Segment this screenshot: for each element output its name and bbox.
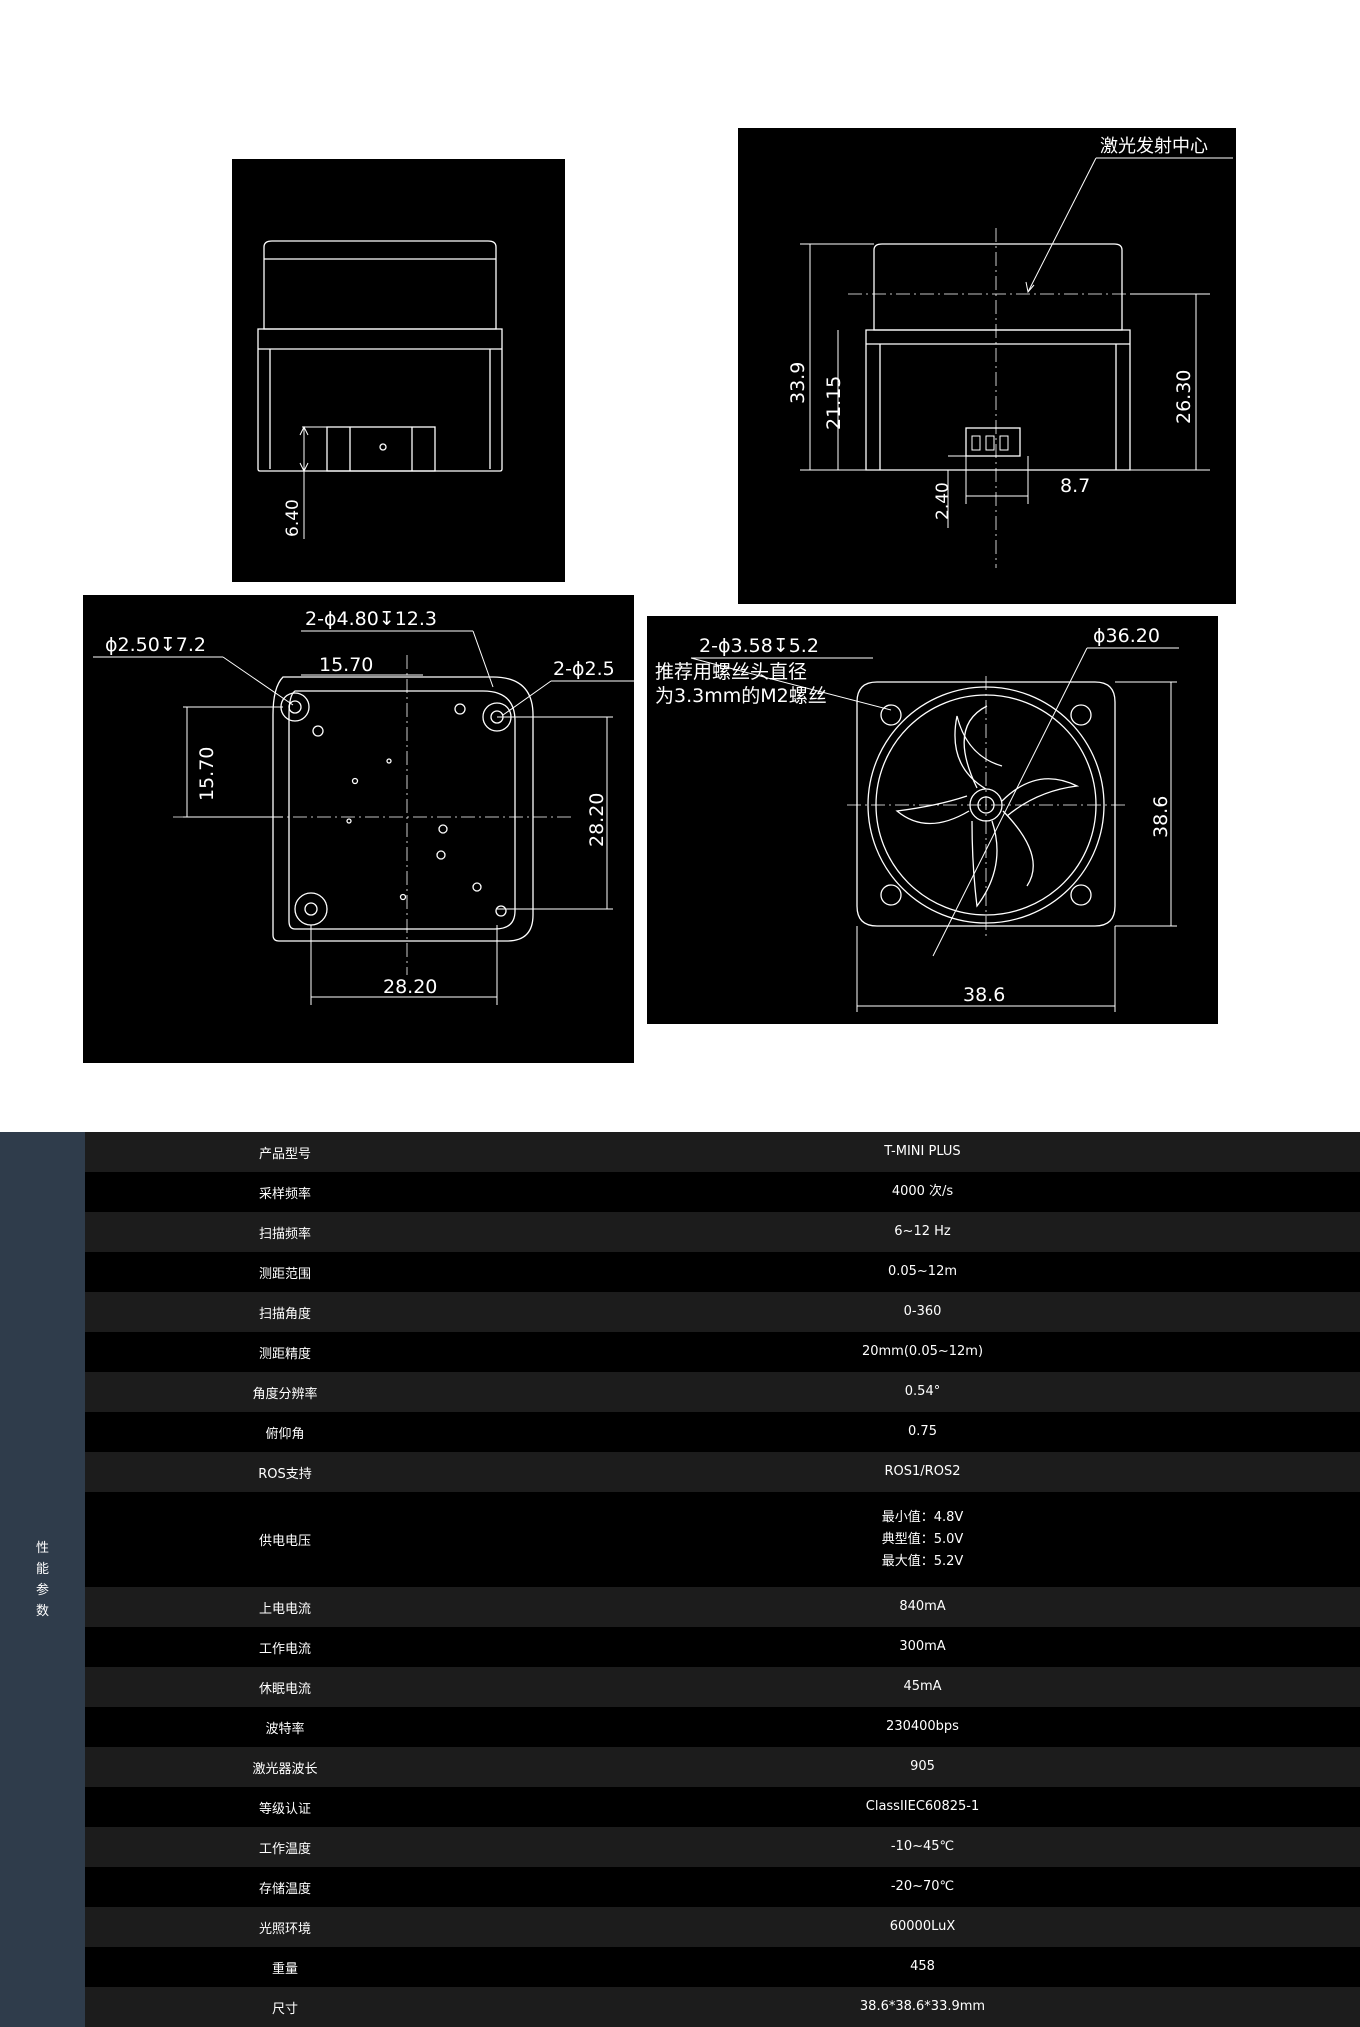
spec-value: 0.75 [908, 1424, 937, 1439]
table-row: 激光器波长 905 [85, 1747, 1360, 1787]
spec-key: 扫描频率 [258, 1226, 311, 1242]
top-view-drawing: 2-ϕ3.58↧5.2 推荐用螺丝头直径 为3.3mm的M2螺丝 ϕ36.20 … [647, 616, 1218, 1024]
table-row: 扫描角度 0-360 [85, 1292, 1360, 1332]
spec-key: ROS支持 [258, 1466, 312, 1482]
table-row: 上电电流 840mA [85, 1587, 1360, 1627]
table-row: 休眠电流 45mA [85, 1667, 1360, 1707]
spec-key: 测距精度 [258, 1346, 311, 1362]
top-screw-note-1: 推荐用螺丝头直径 [655, 661, 807, 683]
spec-key: 扫描角度 [258, 1306, 311, 1322]
spec-key: 工作温度 [258, 1841, 311, 1857]
spec-key: 采样频率 [258, 1186, 311, 1202]
laser-center-callout: 激光发射中心 [1100, 136, 1208, 157]
table-row: 扫描频率 6~12 Hz [85, 1212, 1360, 1252]
spec-key: 激光器波长 [252, 1761, 318, 1777]
top-dim-right: 38.6 [1150, 796, 1172, 838]
table-row: 工作温度 -10~45℃ [85, 1827, 1360, 1867]
table-row: 测距精度 20mm(0.05~12m) [85, 1332, 1360, 1372]
table-row: 等级认证 ClassIIEC60825-1 [85, 1787, 1360, 1827]
front-dim-offset: 8.7 [1060, 475, 1090, 497]
side-view-drawing: 6.40 [232, 159, 565, 582]
spec-value: 230400bps [886, 1719, 959, 1734]
spec-value: 4000 次/s [891, 1184, 954, 1199]
spec-key: 供电电压 [258, 1534, 311, 1549]
side-dim-bottom: 6.40 [283, 499, 303, 537]
spec-key: 光照环境 [258, 1921, 311, 1937]
spec-rows: 产品型号 T-MINI PLUS 采样频率 4000 次/s 扫描频率 6~12 Hz 测距… [85, 1132, 1360, 2027]
spec-value: 458 [910, 1959, 935, 1974]
spec-value: 38.6*38.6*33.9mm [859, 1999, 986, 2014]
spec-key: 角度分辨率 [252, 1386, 318, 1402]
spec-table: 性能参数 产品型号 T-MINI PLUS 采样频率 4000 次/s 扫描频率 6~12… [0, 1132, 1360, 2027]
bottom-hole-top: 2-ϕ4.80↧12.3 [305, 608, 437, 630]
table-row: 产品型号 T-MINI PLUS [85, 1132, 1360, 1172]
table-row: ROS支持 ROS1/ROS2 [85, 1452, 1360, 1492]
spec-value: 840mA [899, 1599, 946, 1614]
table-row: 测距范围 0.05~12m [85, 1252, 1360, 1292]
spec-key: 尺寸 [271, 2001, 298, 2017]
front-dim-right: 26.30 [1173, 370, 1195, 424]
spec-value: 20mm(0.05~12m) [861, 1344, 984, 1359]
spec-value: 6~12 Hz [894, 1224, 951, 1239]
spec-key: 工作电流 [258, 1641, 311, 1657]
table-row: 供电电压 最小值：4.8V 典型值：5.0V 最大值：5.2V [85, 1492, 1360, 1587]
spec-value: 300mA [899, 1639, 946, 1654]
spec-value: 0-360 [903, 1304, 942, 1319]
spec-value: -20~70℃ [890, 1879, 955, 1894]
table-row: 存储温度 -20~70℃ [85, 1867, 1360, 1907]
spec-key: 重量 [271, 1961, 298, 1977]
spec-value: ClassIIEC60825-1 [865, 1799, 980, 1814]
spec-value: ROS1/ROS2 [884, 1464, 961, 1479]
top-dim-bottom: 38.6 [963, 984, 1005, 1006]
spec-value: 0.05~12m [887, 1264, 958, 1279]
spec-value: 60000LuX [889, 1919, 956, 1934]
table-row: 重量 458 [85, 1947, 1360, 1987]
bottom-hole-right: 2-ϕ2.5 [553, 658, 615, 680]
spec-key: 存储温度 [258, 1881, 311, 1897]
table-row: 波特率 230400bps [85, 1707, 1360, 1747]
bottom-dim-top: 15.70 [319, 654, 373, 676]
spec-value: 最小值：4.8V 典型值：5.0V 最大值：5.2V [881, 1509, 964, 1569]
table-row: 光照环境 60000LuX [85, 1907, 1360, 1947]
table-row: 工作电流 300mA [85, 1627, 1360, 1667]
bottom-dim-left: 15.70 [196, 747, 218, 801]
table-row: 角度分辨率 0.54° [85, 1372, 1360, 1412]
spec-key: 等级认证 [258, 1801, 311, 1817]
bottom-dim-right: 28.20 [586, 793, 608, 847]
top-diameter: ϕ36.20 [1093, 625, 1160, 647]
table-row: 尺寸 38.6*38.6*33.9mm [85, 1987, 1360, 2027]
front-dim-connector: 2.40 [933, 482, 953, 520]
spec-value: 905 [910, 1759, 935, 1774]
bottom-dim-bottom: 28.20 [383, 976, 437, 998]
top-screw-note-2: 为3.3mm的M2螺丝 [655, 685, 827, 707]
spec-section-label: 性能参数 [0, 1132, 85, 2027]
spec-value: 45mA [903, 1679, 942, 1694]
top-hole-note: 2-ϕ3.58↧5.2 [699, 635, 819, 657]
bottom-hole-left: ϕ2.50↧7.2 [105, 634, 206, 656]
front-view-drawing: 激光发射中心 33.9 21.15 26.30 2.40 8.7 [738, 128, 1236, 604]
spec-key: 休眠电流 [258, 1681, 311, 1697]
bottom-view-drawing: ϕ2.50↧7.2 2-ϕ4.80↧12.3 2-ϕ2.5 15.70 [83, 595, 634, 1063]
spec-value: 0.54° [904, 1384, 941, 1399]
table-row: 俯仰角 0.75 [85, 1412, 1360, 1452]
spec-key: 测距范围 [258, 1266, 311, 1282]
spec-key: 产品型号 [258, 1146, 311, 1162]
spec-value: T-MINI PLUS [884, 1144, 961, 1159]
spec-value: -10~45℃ [890, 1839, 955, 1854]
table-row: 采样频率 4000 次/s [85, 1172, 1360, 1212]
spec-key: 俯仰角 [265, 1426, 305, 1442]
spec-key: 波特率 [265, 1721, 305, 1737]
spec-key: 上电电流 [258, 1601, 311, 1617]
front-dim-body: 21.15 [823, 376, 845, 430]
front-dim-total: 33.9 [787, 362, 809, 404]
